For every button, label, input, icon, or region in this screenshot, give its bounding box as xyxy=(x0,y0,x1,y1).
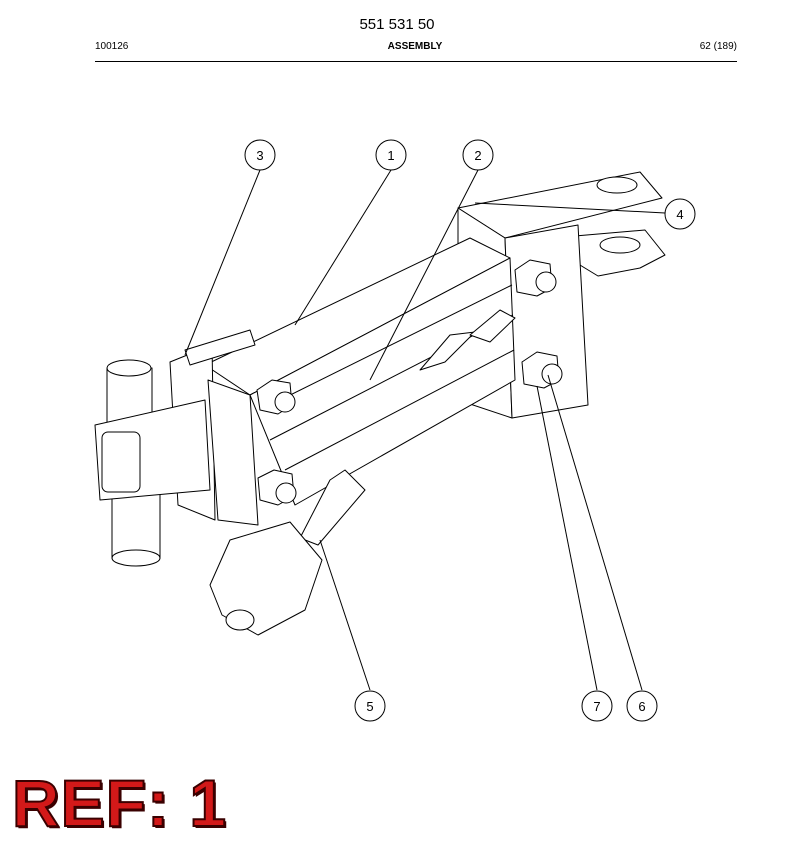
main-tube xyxy=(204,237,516,506)
svg-text:3: 3 xyxy=(256,148,263,163)
callout-1: 1 xyxy=(375,139,407,171)
hex-nuts xyxy=(256,259,563,506)
header-rule xyxy=(95,61,737,62)
ref-stamp: REF: 1 xyxy=(11,766,228,840)
callout-5: 5 xyxy=(354,690,386,722)
svg-text:2: 2 xyxy=(474,148,481,163)
page-info: 62 (189) xyxy=(699,41,737,52)
inner-slider xyxy=(419,309,516,371)
callout-7: 7 xyxy=(581,690,613,722)
callout-4: 4 xyxy=(664,198,696,230)
date-code: 100126 xyxy=(95,41,129,52)
pivot-post xyxy=(94,359,211,567)
svg-text:4: 4 xyxy=(676,207,683,222)
svg-text:7: 7 xyxy=(593,699,600,714)
svg-text:1: 1 xyxy=(387,148,394,163)
callout-2: 2 xyxy=(462,139,494,171)
callout-6: 6 xyxy=(626,690,658,722)
callout-3: 3 xyxy=(244,139,276,171)
svg-text:6: 6 xyxy=(638,699,645,714)
callout-leaders xyxy=(184,169,666,691)
document-number: 551 531 50 xyxy=(359,16,435,33)
gas-cylinder xyxy=(209,469,366,636)
section-title: ASSEMBLY xyxy=(387,41,443,52)
svg-text:5: 5 xyxy=(366,699,373,714)
